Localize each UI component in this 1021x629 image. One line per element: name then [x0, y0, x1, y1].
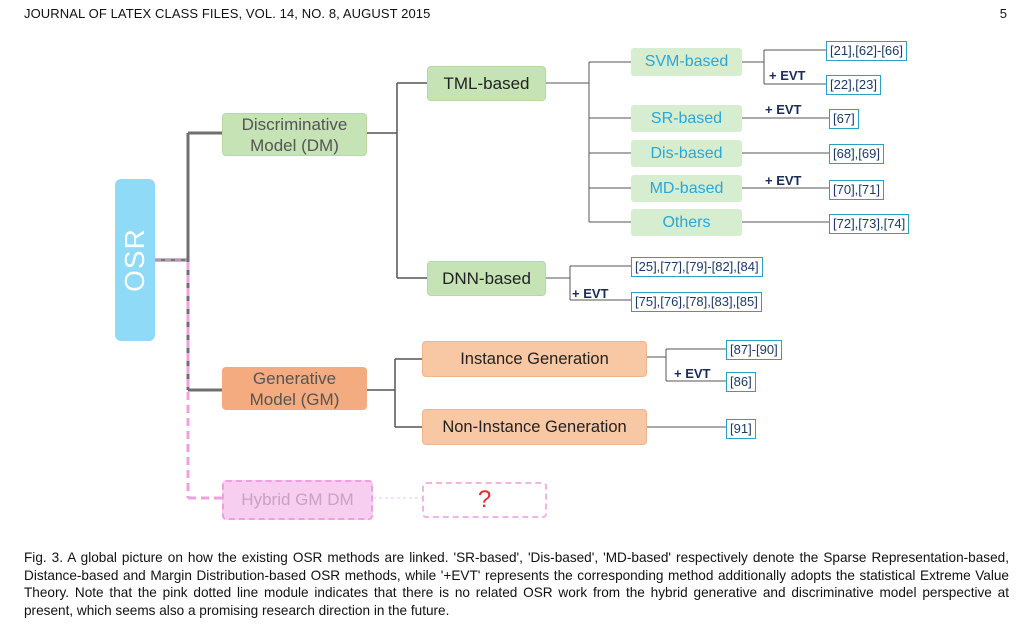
- ref-dnn-evt: [75],[76],[78],[83],[85]: [631, 292, 762, 312]
- evt-label-md: + EVT: [765, 173, 802, 188]
- ref-dis: [68],[69]: [829, 144, 884, 164]
- osr-label: OSR: [119, 228, 150, 292]
- ref-dnn: [25],[77],[79]-[82],[84]: [631, 257, 763, 277]
- md-node: MD-based: [631, 175, 742, 202]
- non-instance-generation-node: Non-Instance Generation: [422, 409, 647, 445]
- others-node: Others: [631, 209, 742, 236]
- dm-node: Discriminative Model (DM): [222, 113, 367, 156]
- evt-label-sr: + EVT: [765, 102, 802, 117]
- dnn-node: DNN-based: [427, 261, 546, 296]
- svm-node: SVM-based: [631, 48, 742, 76]
- ref-md: [70],[71]: [829, 180, 884, 200]
- connector-lines: [155, 49, 829, 500]
- ref-sr: [67]: [829, 109, 859, 129]
- journal-header: JOURNAL OF LATEX CLASS FILES, VOL. 14, N…: [24, 6, 431, 21]
- ref-instance-evt: [86]: [726, 372, 756, 392]
- ref-instance: [87]-[90]: [726, 340, 782, 360]
- evt-label-svm: + EVT: [769, 68, 806, 83]
- osr-root-node: OSR: [115, 179, 155, 341]
- figure-caption: Fig. 3. A global picture on how the exis…: [24, 550, 1009, 618]
- sr-node: SR-based: [631, 105, 742, 132]
- ref-noninstance: [91]: [726, 419, 756, 439]
- tml-node: TML-based: [427, 66, 546, 101]
- dis-node: Dis-based: [631, 140, 742, 167]
- page-number: 5: [999, 6, 1007, 21]
- ref-svm-evt: [22],[23]: [826, 75, 881, 95]
- evt-label-dnn: + EVT: [572, 286, 609, 301]
- hybrid-node: Hybrid GM DM: [222, 480, 373, 520]
- evt-label-instance: + EVT: [674, 366, 711, 381]
- question-node: ?: [422, 482, 547, 518]
- instance-generation-node: Instance Generation: [422, 341, 647, 377]
- gm-node: Generative Model (GM): [222, 367, 367, 410]
- ref-svm: [21],[62]-[66]: [826, 41, 907, 61]
- ref-others: [72],[73],[74]: [829, 214, 910, 234]
